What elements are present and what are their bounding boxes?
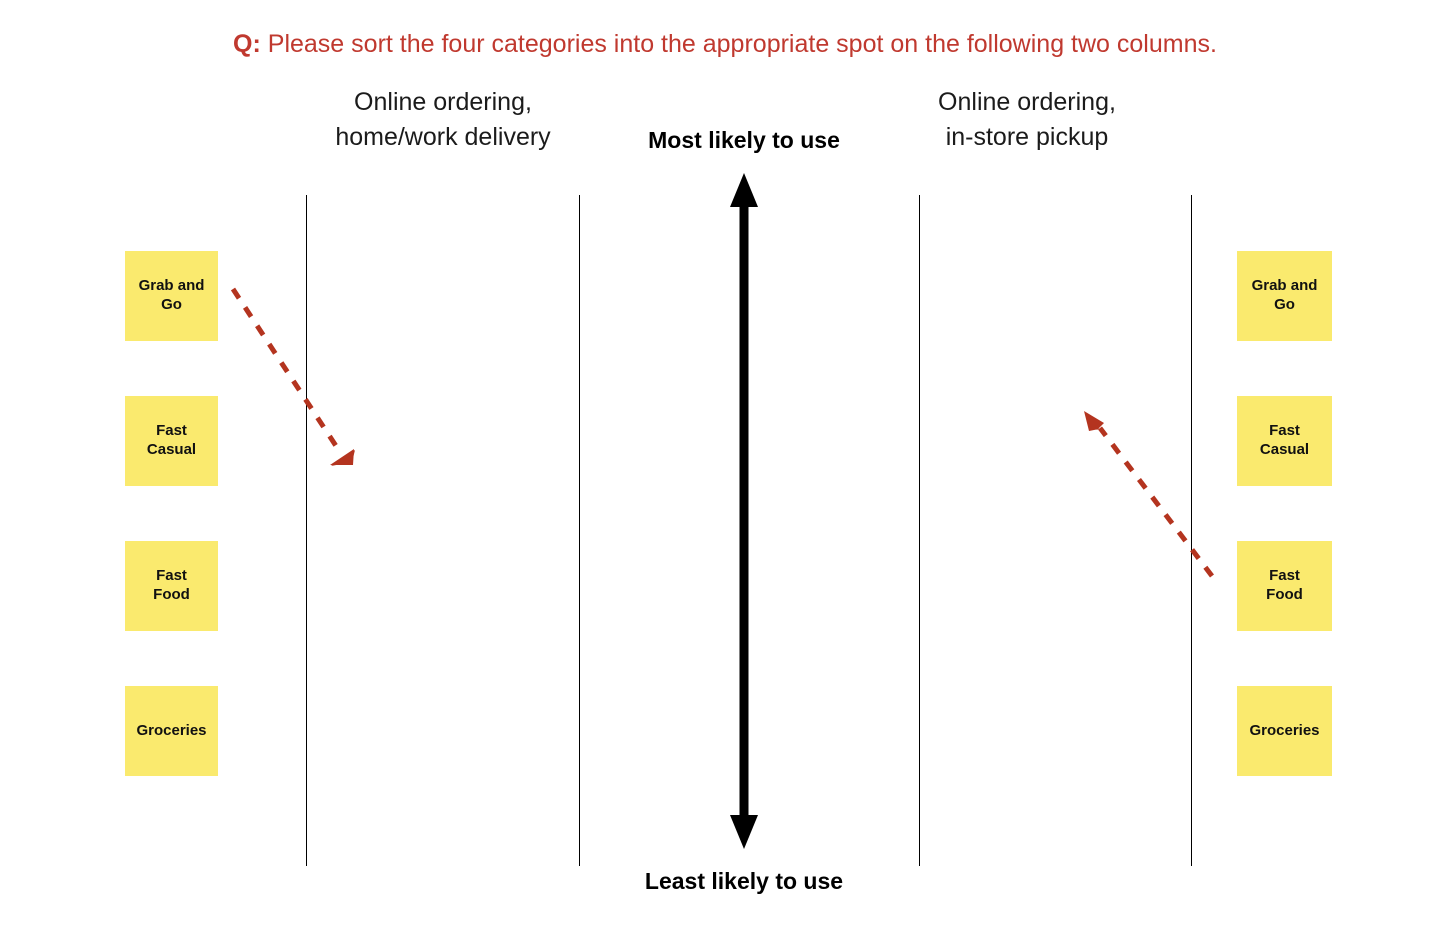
card-right-3[interactable]: Groceries — [1237, 686, 1332, 776]
drag-hint-arrow-right — [1084, 411, 1214, 578]
card-right-0[interactable]: Grab and Go — [1237, 251, 1332, 341]
likelihood-axis-arrow — [730, 173, 758, 849]
question-prefix: Q: — [233, 30, 261, 58]
axis-label-most-likely: Most likely to use — [648, 127, 840, 153]
card-right-2[interactable]: Fast Food — [1237, 541, 1332, 631]
drag-hint-arrow-left — [230, 287, 355, 466]
axis-label-least-likely: Least likely to use — [644, 868, 844, 894]
question-text: Please sort the four categories into the… — [260, 30, 1217, 58]
column-divider-3 — [919, 195, 920, 866]
question-prompt: Q: Please sort the four categories into … — [0, 30, 1450, 59]
card-left-3[interactable]: Groceries — [125, 686, 218, 776]
card-left-0[interactable]: Grab and Go — [125, 251, 218, 341]
column-divider-4 — [1191, 195, 1192, 866]
column-heading-right: Online ordering, in-store pickup — [938, 88, 1116, 151]
card-right-1[interactable]: Fast Casual — [1237, 396, 1332, 486]
column-divider-1 — [306, 195, 307, 866]
card-left-1[interactable]: Fast Casual — [125, 396, 218, 486]
column-divider-2 — [579, 195, 580, 866]
card-left-2[interactable]: Fast Food — [125, 541, 218, 631]
column-heading-left: Online ordering, home/work delivery — [335, 88, 551, 151]
